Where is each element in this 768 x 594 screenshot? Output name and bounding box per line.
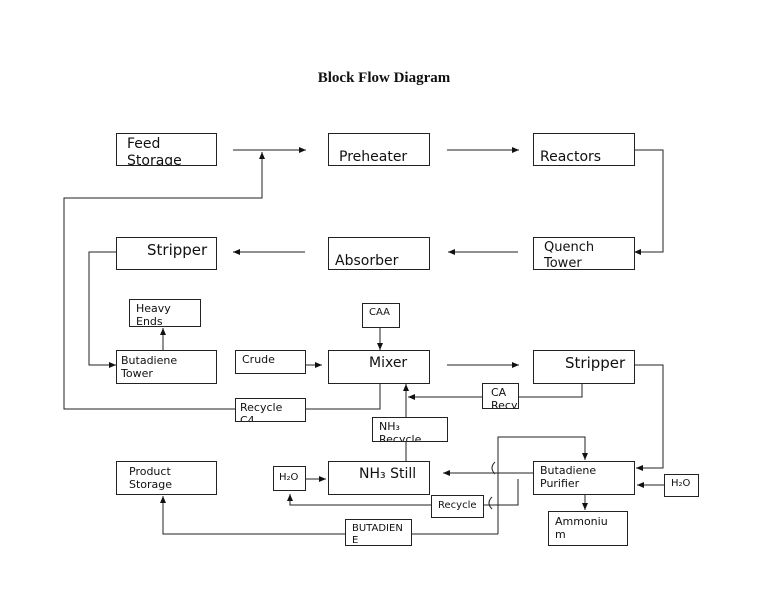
block-stripper-top: Stripper — [116, 237, 217, 270]
arrow-reactors-quench — [634, 149, 664, 255]
arrow-recycle-c4 — [63, 152, 381, 410]
block-heavy-ends: Heavy Ends — [129, 299, 201, 327]
block-butadiene-product: BUTADIEN E — [345, 519, 412, 546]
block-h2o-right: H₂O — [664, 474, 699, 497]
diagram-title: Block Flow Diagram — [317, 70, 451, 86]
arrow-purifier-loop — [497, 436, 588, 534]
block-ca-recycle: CA Recycle — [482, 383, 519, 409]
crossover-curve-1 — [491, 461, 496, 475]
block-butadiene-tower: Butadiene Tower — [116, 350, 217, 384]
block-product-storage: Product Storage — [116, 461, 217, 495]
block-recycle-bottom: Recycle — [431, 495, 484, 518]
block-quench-tower: Quench Tower — [533, 237, 635, 270]
block-absorber: Absorber — [328, 237, 430, 270]
block-preheater: Preheater — [328, 133, 430, 166]
arrow-stripper-butadiene-tower — [88, 251, 116, 368]
block-reactors: Reactors — [533, 133, 635, 166]
arrow-ca-recycle — [408, 384, 583, 400]
block-mixer: Mixer — [328, 350, 430, 384]
block-ammonium: Ammoniu m — [548, 511, 628, 546]
block-caa: CAA — [362, 303, 400, 328]
block-recycle-c4: Recycle C4 — [235, 398, 306, 422]
arrow-stripper-purifier — [634, 364, 664, 471]
block-stripper-mid: Stripper — [533, 350, 635, 384]
block-nh3-still: NH₃ Still — [328, 461, 430, 495]
block-nh3-recycle: NH₃ Recycle — [372, 417, 448, 442]
arrow-recycle-bottom — [287, 479, 519, 506]
block-butadiene-purifier: Butadiene Purifier — [533, 461, 635, 495]
crossover-curve-2 — [488, 496, 493, 510]
block-feed-storage: Feed Storage — [116, 133, 217, 166]
block-crude: Crude — [235, 350, 306, 374]
block-h2o-left: H₂O — [273, 466, 306, 491]
